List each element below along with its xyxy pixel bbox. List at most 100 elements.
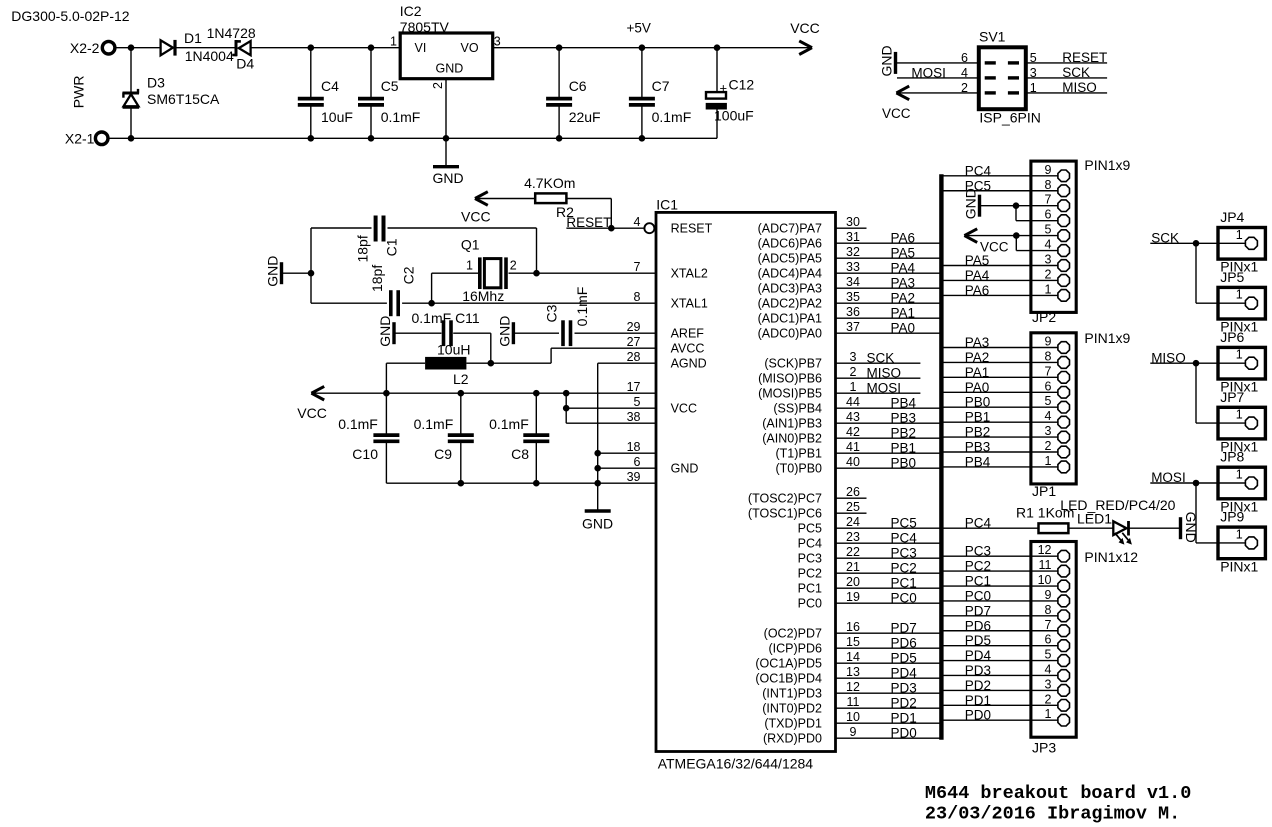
svg-text:3: 3 [494,35,501,49]
svg-text:PD0: PD0 [965,708,991,723]
svg-text:(T1)PB1: (T1)PB1 [775,447,822,461]
svg-text:PA4: PA4 [891,261,916,276]
svg-text:18pf: 18pf [369,265,385,292]
svg-text:28: 28 [627,350,641,364]
svg-text:19: 19 [846,590,860,604]
svg-text:4: 4 [961,66,968,80]
svg-text:27: 27 [627,335,641,349]
svg-text:LED1: LED1 [1077,511,1112,527]
svg-text:AVCC: AVCC [671,342,705,356]
svg-text:5: 5 [1030,51,1037,65]
svg-text:14: 14 [846,650,860,664]
svg-text:37: 37 [846,320,860,334]
svg-text:7805TV: 7805TV [400,19,450,35]
svg-text:PA4: PA4 [965,268,990,283]
svg-text:PIN1x12: PIN1x12 [1084,549,1138,565]
svg-text:PA6: PA6 [965,283,990,298]
svg-text:C8: C8 [511,446,529,462]
svg-text:JP2: JP2 [1032,309,1056,325]
svg-text:GND: GND [377,316,393,347]
svg-text:10uF: 10uF [321,109,353,125]
svg-text:MOSI: MOSI [867,381,902,396]
svg-text:(INT1)PD3: (INT1)PD3 [762,687,822,701]
svg-text:9: 9 [1045,335,1052,349]
svg-text:1: 1 [466,259,473,273]
svg-text:PC5: PC5 [798,522,822,536]
svg-text:4: 4 [634,215,641,229]
svg-text:7: 7 [634,260,641,274]
svg-text:PINx1: PINx1 [1220,498,1258,514]
svg-text:PB0: PB0 [965,395,991,410]
svg-text:2: 2 [961,81,968,95]
svg-text:PD6: PD6 [891,636,917,651]
svg-text:PC0: PC0 [798,597,822,611]
svg-text:ISP_6PIN: ISP_6PIN [979,110,1040,126]
svg-text:6: 6 [1045,633,1052,647]
svg-text:PWR: PWR [71,76,87,109]
svg-text:(RXD)PD0: (RXD)PD0 [763,732,822,746]
svg-text:(SCK)PB7: (SCK)PB7 [764,357,822,371]
svg-text:PC3: PC3 [798,552,822,566]
svg-text:(MOSI)PB5: (MOSI)PB5 [758,387,822,401]
svg-text:PB1: PB1 [891,441,917,456]
svg-text:1: 1 [1236,348,1243,362]
svg-text:PD1: PD1 [965,693,991,708]
svg-text:PINx1: PINx1 [1220,439,1258,455]
svg-text:6: 6 [961,51,968,65]
svg-text:25: 25 [846,500,860,514]
svg-text:GND: GND [582,516,613,532]
svg-text:R1 1Kom: R1 1Kom [1016,505,1074,521]
svg-text:2: 2 [1045,267,1052,281]
svg-text:(OC1B)PD4: (OC1B)PD4 [755,672,822,686]
svg-text:1N4728: 1N4728 [207,25,256,41]
svg-text:40: 40 [846,455,860,469]
svg-text:VCC: VCC [671,402,697,416]
svg-text:9: 9 [850,725,857,739]
svg-text:3: 3 [1045,253,1052,267]
svg-text:0.1mF: 0.1mF [652,109,692,125]
svg-text:16Mhz: 16Mhz [462,288,504,304]
svg-text:PA0: PA0 [891,321,916,336]
svg-text:11: 11 [1039,558,1052,572]
svg-text:AREF: AREF [671,327,705,341]
svg-text:GND: GND [671,462,699,476]
svg-text:PA6: PA6 [891,231,916,246]
svg-text:4.7KOm: 4.7KOm [524,175,575,191]
svg-text:PD5: PD5 [891,651,917,666]
svg-text:1: 1 [1236,468,1243,482]
svg-text:PC2: PC2 [965,559,991,574]
svg-text:0.1mF: 0.1mF [414,416,454,432]
svg-text:SCK: SCK [867,351,895,366]
svg-text:C4: C4 [321,78,339,94]
svg-text:PD6: PD6 [965,618,991,633]
svg-text:RESET: RESET [1062,50,1107,65]
svg-text:JP5: JP5 [1220,269,1244,285]
svg-text:(OC1A)PD5: (OC1A)PD5 [755,657,822,671]
svg-text:1: 1 [1045,282,1052,296]
svg-text:SM6T15CA: SM6T15CA [147,91,220,107]
svg-text:C6: C6 [569,78,587,94]
svg-text:MOSI: MOSI [1151,470,1186,485]
svg-text:PD7: PD7 [965,603,991,618]
svg-text:1: 1 [850,380,857,394]
svg-text:2: 2 [431,82,445,89]
svg-text:GND: GND [963,188,979,219]
svg-text:32: 32 [846,245,860,259]
svg-text:7: 7 [1045,364,1052,378]
svg-text:PA1: PA1 [965,365,990,380]
svg-text:AGND: AGND [671,357,707,371]
svg-text:SV1: SV1 [979,29,1006,45]
svg-text:4: 4 [1045,662,1052,676]
svg-text:JP3: JP3 [1032,739,1056,755]
svg-text:1: 1 [390,35,397,49]
svg-text:1: 1 [1045,454,1052,468]
svg-text:RESET: RESET [566,215,611,230]
svg-text:10: 10 [1038,573,1052,587]
svg-text:(MISO)PB6: (MISO)PB6 [758,372,822,386]
svg-text:21: 21 [846,560,860,574]
svg-text:36: 36 [846,305,860,319]
svg-text:GND: GND [436,62,464,76]
svg-text:(TOSC1)PC6: (TOSC1)PC6 [748,507,822,521]
svg-text:PC4: PC4 [965,163,992,178]
svg-text:VCC: VCC [980,240,1009,255]
